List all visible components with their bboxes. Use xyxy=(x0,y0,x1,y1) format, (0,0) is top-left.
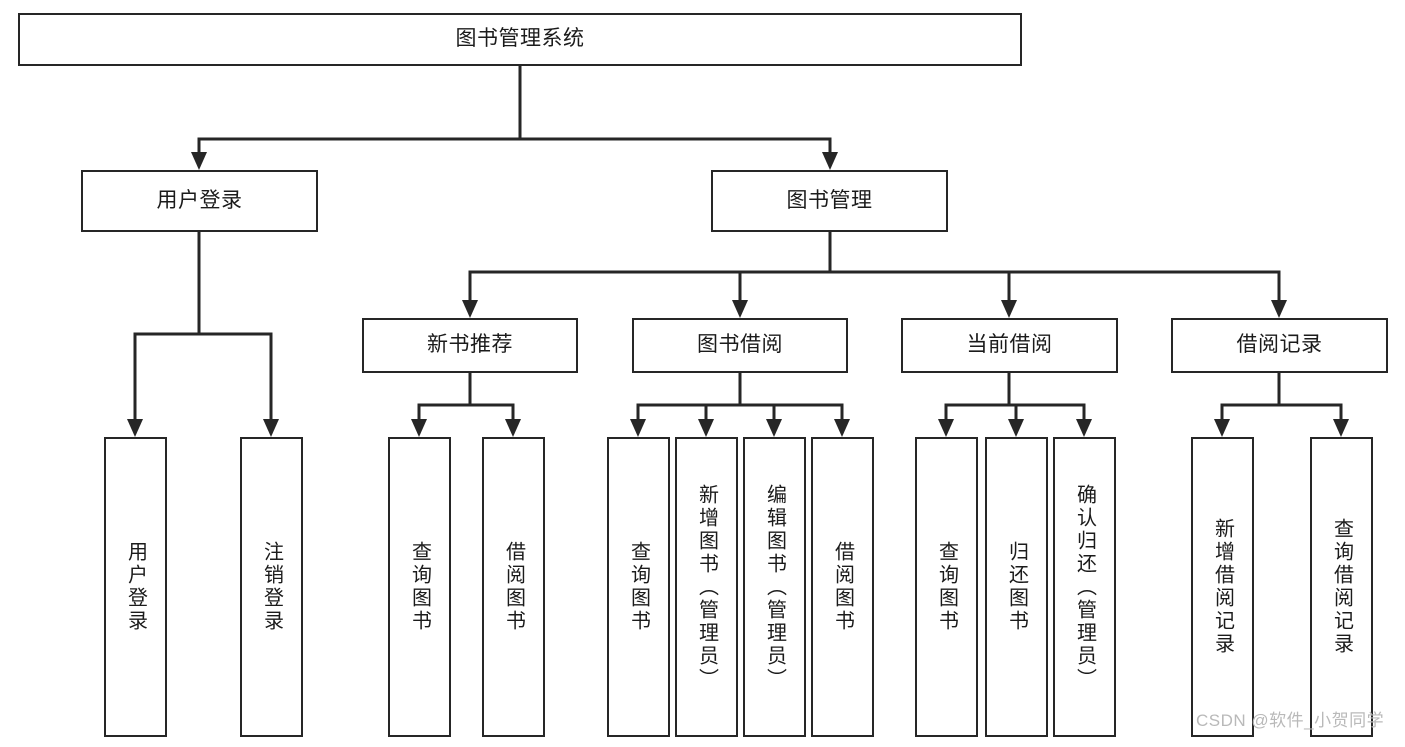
node-leaf-add-book-admin[interactable]: 新增图书（管理员） xyxy=(675,437,738,737)
node-label: 借阅记录 xyxy=(1236,333,1323,357)
node-label: 用户登录 xyxy=(156,188,243,212)
arrowhead-drop-leaf-borrow-book-2 xyxy=(834,419,850,437)
arrowhead-drop-current-borrow xyxy=(1001,300,1017,318)
node-leaf-query-borrow-record[interactable]: 查询借阅记录 xyxy=(1310,437,1373,737)
node-label: 归还图书 xyxy=(1005,541,1028,633)
node-user-login[interactable]: 用户登录 xyxy=(81,170,318,232)
node-label: 新增借阅记录 xyxy=(1211,518,1234,656)
node-label: 当前借阅 xyxy=(966,333,1053,357)
node-leaf-user-logout[interactable]: 注销登录 xyxy=(240,437,303,737)
node-new-book-recommend[interactable]: 新书推荐 xyxy=(362,318,578,373)
node-leaf-return-book[interactable]: 归还图书 xyxy=(985,437,1048,737)
node-label: 新书推荐 xyxy=(427,333,513,357)
node-label: 新增图书（管理员） xyxy=(695,483,718,691)
arrowhead-drop-leaf-add-book-admin xyxy=(698,419,714,437)
arrowhead-drop-new-book-recommend xyxy=(462,300,478,318)
arrowhead-drop-leaf-user-logout xyxy=(263,419,279,437)
arrowhead-drop-leaf-borrow-book-1 xyxy=(505,419,521,437)
node-label: 编辑图书（管理员） xyxy=(763,483,786,691)
arrowhead-drop-leaf-user-login xyxy=(127,419,143,437)
node-label: 查询图书 xyxy=(408,541,431,633)
arrowhead-drop-leaf-query-book-1 xyxy=(411,419,427,437)
node-label: 图书借阅 xyxy=(697,333,783,357)
arrowhead-drop-leaf-query-book-3 xyxy=(938,419,954,437)
arrowhead-drop-book-manage xyxy=(822,152,838,170)
csdn-watermark: CSDN @软件_小贺同学 xyxy=(1196,711,1385,730)
node-leaf-borrow-book-1[interactable]: 借阅图书 xyxy=(482,437,545,737)
arrowhead-drop-leaf-query-borrow-record xyxy=(1333,419,1349,437)
arrowhead-drop-borrow-record xyxy=(1271,300,1287,318)
arrowhead-drop-book-borrow xyxy=(732,300,748,318)
arrowhead-drop-leaf-edit-book-admin xyxy=(766,419,782,437)
node-leaf-add-borrow-record[interactable]: 新增借阅记录 xyxy=(1191,437,1254,737)
arrowhead-drop-leaf-query-book-2 xyxy=(630,419,646,437)
node-label: 借阅图书 xyxy=(831,541,854,633)
node-label: 用户登录 xyxy=(124,541,147,633)
node-current-borrow[interactable]: 当前借阅 xyxy=(901,318,1118,373)
node-leaf-query-book-3[interactable]: 查询图书 xyxy=(915,437,978,737)
node-borrow-record[interactable]: 借阅记录 xyxy=(1171,318,1388,373)
node-leaf-query-book-1[interactable]: 查询图书 xyxy=(388,437,451,737)
arrowhead-drop-leaf-confirm-return xyxy=(1076,419,1092,437)
node-label: 图书管理 xyxy=(786,188,873,212)
node-label: 查询图书 xyxy=(627,541,650,633)
arrowhead-drop-user-login xyxy=(191,152,207,170)
node-label: 图书管理系统 xyxy=(455,27,585,51)
node-label: 确认归还（管理员） xyxy=(1073,483,1096,691)
arrowhead-drop-leaf-add-borrow-record xyxy=(1214,419,1230,437)
node-leaf-borrow-book-2[interactable]: 借阅图书 xyxy=(811,437,874,737)
arrowhead-drop-leaf-return-book xyxy=(1008,419,1024,437)
node-label: 查询借阅记录 xyxy=(1330,518,1353,656)
node-book-manage[interactable]: 图书管理 xyxy=(711,170,948,232)
node-root[interactable]: 图书管理系统 xyxy=(18,13,1022,66)
node-label: 注销登录 xyxy=(260,541,283,633)
node-leaf-user-login[interactable]: 用户登录 xyxy=(104,437,167,737)
node-leaf-query-book-2[interactable]: 查询图书 xyxy=(607,437,670,737)
node-leaf-edit-book-admin[interactable]: 编辑图书（管理员） xyxy=(743,437,806,737)
node-book-borrow[interactable]: 图书借阅 xyxy=(632,318,848,373)
node-leaf-confirm-return-admin[interactable]: 确认归还（管理员） xyxy=(1053,437,1116,737)
connector-lines xyxy=(127,64,1349,437)
node-label: 查询图书 xyxy=(935,541,958,633)
node-label: 借阅图书 xyxy=(502,541,525,633)
